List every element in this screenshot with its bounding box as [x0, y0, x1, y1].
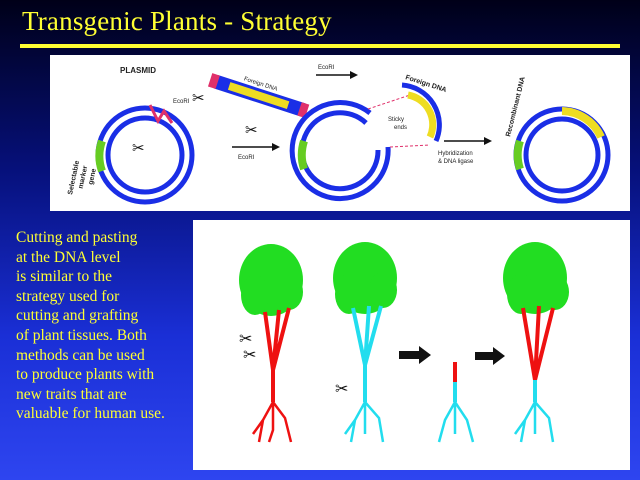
scissors-icon: ✂ [245, 122, 258, 139]
donor-plant: ✂ ✂ [239, 244, 303, 443]
arrow-head [484, 137, 492, 145]
foreign-dna-insert [401, 82, 442, 143]
sticky-end-guide [367, 94, 411, 110]
grafted-cutting [437, 362, 475, 443]
scissors-icon: ✂ [192, 90, 205, 107]
grafting-diagram: ✂ ✂ ✂ [239, 242, 569, 443]
grafting-diagram-panel: ✂ ✂ ✂ [193, 220, 630, 470]
scissors-icon: ✂ [335, 381, 348, 398]
title-underline [20, 44, 620, 48]
ecori-label-2: EcoRI [238, 155, 255, 161]
arrow-head [350, 71, 358, 79]
grafted-plant [503, 242, 569, 443]
arrow-right-icon [399, 346, 431, 364]
slide-body-text: Cutting and pasting at the DNA level is … [16, 229, 165, 423]
arrow-right-icon [475, 347, 505, 365]
plasmid-diagram: PLASMID EcoRI ✂ ✂ Selectable marker gene… [67, 65, 611, 205]
selectable-marker-label: Selectable marker gene [67, 160, 98, 195]
ends-label: ends [394, 125, 407, 131]
svg-text:gene: gene [88, 168, 98, 186]
ecori-label-3: EcoRI [318, 65, 335, 71]
rootstock-plant: ✂ [333, 242, 397, 443]
plasmid-diagram-panel: PLASMID EcoRI ✂ ✂ Selectable marker gene… [50, 55, 630, 211]
scissors-icon: ✂ [239, 331, 252, 348]
recombinant-plasmid [513, 106, 611, 204]
ecori-cut-site-marker [148, 104, 174, 125]
scissors-icon: ✂ [132, 140, 145, 157]
arrow-head [272, 143, 280, 151]
plasmid-circle [95, 105, 195, 205]
sticky-label: Sticky [388, 117, 404, 123]
plasmid-label: PLASMID [120, 66, 156, 75]
slide-title: Transgenic Plants - Strategy [22, 6, 332, 36]
svg-text:marker: marker [78, 165, 90, 190]
opened-plasmid [289, 100, 391, 202]
dna-ligase-label: & DNA ligase [438, 159, 474, 165]
ecori-label-1: EcoRI [173, 99, 190, 105]
foreign-dna-fragment: Foreign DNA [207, 73, 310, 118]
sticky-end-guide [389, 144, 431, 148]
scissors-icon: ✂ [243, 347, 256, 364]
hybridization-label: Hybridization [438, 151, 473, 157]
